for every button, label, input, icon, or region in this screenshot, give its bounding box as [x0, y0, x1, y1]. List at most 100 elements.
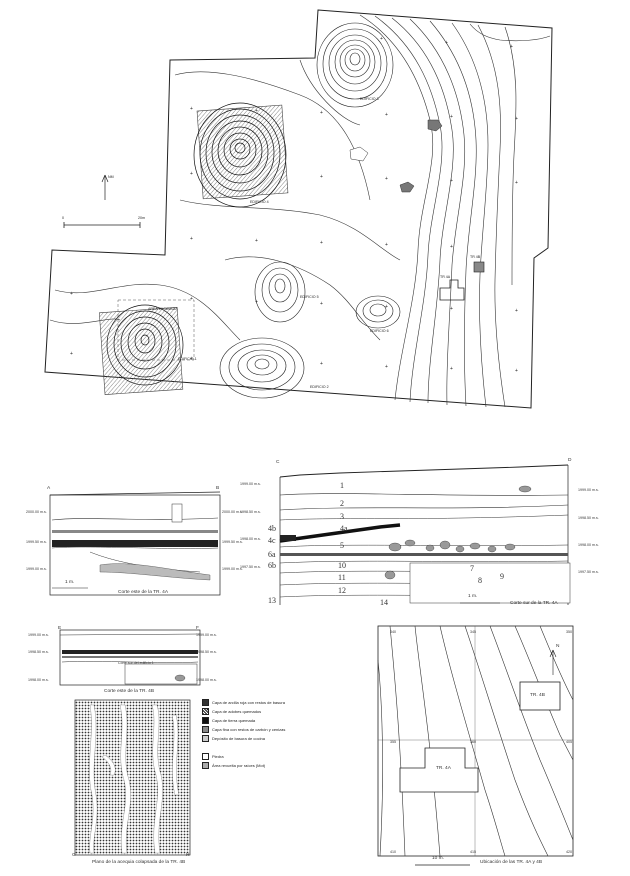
grid-label-8: 420: [566, 850, 572, 854]
label-edificio-6: EDIFICIO 6: [370, 329, 389, 333]
stones: [384, 485, 532, 580]
datum-main-r2: 1998.00 m.s.: [578, 543, 599, 547]
contour-lines: [49, 14, 551, 408]
mound-edificio-5: [254, 261, 306, 323]
collapsed-canal-plan: [74, 699, 191, 856]
scale-start: 0: [62, 216, 64, 220]
layer-13: 13: [268, 596, 276, 605]
svg-text:+: +: [70, 291, 73, 297]
legend-swatch-burnt-adobe: [202, 708, 209, 715]
legend: Capa de arcilla roja con restos de basur…: [202, 698, 352, 770]
datum-main-r3: 1997.50 m.s.: [578, 570, 599, 574]
trench-location-plan: [377, 625, 574, 866]
svg-text:+: +: [515, 308, 518, 314]
svg-text:+: +: [385, 364, 388, 370]
datum-4b-r2: 1998.00 m.s.: [196, 678, 217, 682]
svg-text:+: +: [385, 112, 388, 118]
layer-9: 9: [500, 572, 504, 581]
datum-main-l2: 1998.00 m.s.: [240, 537, 261, 541]
datum-main-l1: 1998.50 m.s.: [240, 510, 261, 514]
section-tr4a-south: [279, 464, 571, 605]
svg-text:+: +: [320, 361, 323, 367]
datum-4a-l0: 2000.00 m.s.: [26, 510, 47, 514]
section-4b-corner-f: F: [196, 626, 199, 631]
excavated-area-outline: [117, 299, 195, 361]
legend-swatch-kitchen-refuse: [202, 735, 209, 742]
svg-text:+: +: [385, 176, 388, 182]
layer-14: 14: [380, 598, 388, 607]
layer-4b: 4b: [268, 524, 276, 533]
svg-text:+: +: [515, 116, 518, 122]
label-tr-4b: TR 4B: [470, 255, 481, 259]
section-main-caption: Corte sur de la TR. 4A: [510, 601, 558, 606]
svg-text:+: +: [320, 110, 323, 116]
excavated-area-1: [98, 307, 184, 395]
section-tr4b-east: [59, 629, 201, 686]
mound-edificio-3: [316, 22, 394, 108]
section-4a-corner-a: A: [47, 486, 51, 491]
svg-text:+: +: [190, 296, 193, 302]
datum-main-l3: 1997.50 m.s.: [240, 565, 261, 569]
svg-text:+: +: [515, 368, 518, 374]
canal-corner-h: H: [186, 853, 190, 858]
small-features: [349, 119, 443, 193]
svg-text:+: +: [320, 301, 323, 307]
detail-caption: Ubicación de las TR. 4A y 4B: [480, 860, 543, 865]
mound-edificio-4: [193, 102, 287, 208]
svg-text:+: +: [255, 238, 258, 244]
legend-swatch-red-clay: [202, 699, 209, 706]
legend-swatch-stone: [202, 753, 209, 760]
layer-4a: 4a: [340, 524, 348, 533]
grid-label-1: 345: [470, 630, 476, 634]
layer-2: 2: [340, 499, 344, 508]
white-streaks: [89, 704, 180, 854]
grid-label-5: 405: [566, 740, 572, 744]
svg-text:+: +: [450, 114, 453, 120]
label-tr-4a: TR 4A: [440, 275, 451, 279]
mound-edificio-6: [355, 295, 401, 329]
legend-item-2: Capa de adobes quemados: [202, 707, 352, 716]
trench-4a: [439, 279, 465, 301]
site-plan: ++++++ +++++ +++++ +++++++ ++++++ +++ ED…: [44, 9, 553, 409]
legend-item-4: Capa fina con restos de carbón y cenizas: [202, 725, 352, 734]
plan-trench-4b: [519, 681, 561, 711]
grid-label-3: 355: [390, 740, 396, 744]
layer-4c: 4c: [268, 536, 276, 545]
mound-edificio-1: [106, 304, 184, 386]
rubble-pattern: [99, 563, 211, 581]
detail-north-label: N: [556, 644, 560, 649]
detail-scale: 10 m.: [432, 856, 444, 861]
svg-text:+: +: [320, 240, 323, 246]
label-edificio-3: EDIFICIO 3: [360, 97, 379, 101]
svg-text:+: +: [450, 244, 453, 250]
datum-4a-l1: 1999.50 m.s.: [26, 540, 47, 544]
layer-8: 8: [478, 576, 482, 585]
svg-text:+: +: [190, 356, 193, 362]
section-4a-caption: Corte este de la TR. 4A: [118, 590, 169, 595]
layer-6a: 6a: [268, 550, 276, 559]
layer-11: 11: [338, 573, 346, 582]
datum-4b-l0: 1999.00 m.s.: [28, 633, 49, 637]
detail-label-tr4a: TR. 4A: [436, 766, 451, 771]
layer-3: 3: [340, 512, 344, 521]
svg-text:+: +: [450, 366, 453, 372]
north-arrow-icon: [101, 174, 109, 200]
north-label: NM: [108, 175, 114, 179]
north-arrow-detail-icon: [549, 649, 557, 675]
datum-4b-l2: 1998.00 m.s.: [28, 678, 49, 682]
svg-text:+: +: [70, 351, 73, 357]
svg-text:+: +: [450, 306, 453, 312]
section-main-corner-d: D: [568, 458, 572, 463]
layer-7: 7: [470, 564, 474, 573]
scale-bar: [63, 222, 141, 228]
legend-swatch-charcoal: [202, 726, 209, 733]
label-area-excavada: AREA EXCAVADA: [148, 307, 178, 311]
legend-swatch-burnt-soil: [202, 717, 209, 724]
canal-corner-g: G: [72, 853, 76, 858]
layer-12: 12: [338, 586, 346, 595]
svg-text:+: +: [385, 304, 388, 310]
svg-text:+: +: [380, 36, 383, 42]
datum-4a-r2: 1999.00 m.s.: [222, 567, 243, 571]
layer-6b: 6b: [268, 561, 276, 570]
legend-item-6: Piedra: [202, 752, 352, 761]
